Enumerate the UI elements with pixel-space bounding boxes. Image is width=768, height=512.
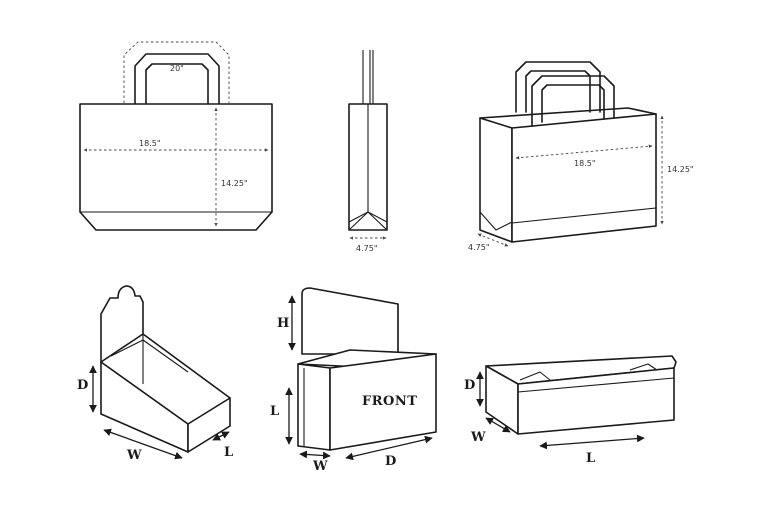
header-end-face xyxy=(297,363,331,451)
mailer-width-label: W xyxy=(470,430,486,445)
header-depth-label: D xyxy=(385,454,396,469)
iso-depth-dim xyxy=(477,233,509,247)
display-back-panel xyxy=(100,285,144,363)
mailer-length-arrow xyxy=(539,434,645,450)
bag-width-label: 18.5" xyxy=(139,139,161,148)
header-depth-arrow xyxy=(345,435,433,461)
handle-width-label: 20" xyxy=(170,64,184,73)
bag-side-view: 4.75" xyxy=(348,50,388,253)
header-length-label: L xyxy=(270,404,279,419)
side-depth-label: 4.75" xyxy=(356,244,378,253)
bag-height-label: 14.25" xyxy=(221,179,248,188)
mailer-front-face xyxy=(517,367,675,435)
bag-iso-back-handle xyxy=(515,61,601,113)
bag-front-view: 20" 18.5" 14.25" xyxy=(79,41,273,231)
display-width-label: W xyxy=(126,448,142,463)
bag-iso-side xyxy=(479,117,513,243)
bag-iso-view: 18.5" 14.25" 4.75" xyxy=(468,61,694,252)
header-height-label: H xyxy=(277,316,289,331)
header-box: FRONT H L W D xyxy=(270,287,437,474)
header-card xyxy=(301,287,399,355)
bag-body xyxy=(79,103,273,231)
bag-iso-front-handle xyxy=(531,75,615,123)
iso-height-label: 14.25" xyxy=(667,165,694,174)
iso-width-label: 18.5" xyxy=(574,159,596,168)
display-box: D W L xyxy=(77,285,233,463)
bag-iso-front xyxy=(511,113,657,243)
header-front-face xyxy=(329,353,437,451)
front-label: FRONT xyxy=(362,394,417,409)
handle-dim-outline xyxy=(123,41,230,103)
header-width-label: W xyxy=(312,459,328,474)
iso-depth-label: 4.75" xyxy=(468,243,490,252)
display-depth-label: D xyxy=(77,378,88,393)
display-width-arrow xyxy=(103,428,183,460)
mailer-depth-label: D xyxy=(464,378,475,393)
header-width-arrow xyxy=(299,450,331,460)
display-length-arrow xyxy=(212,431,230,441)
bag-handle xyxy=(134,53,220,105)
mailer-box: D W L xyxy=(464,355,677,466)
mailer-length-label: L xyxy=(586,451,595,466)
display-length-label: L xyxy=(224,445,233,460)
mailer-width-arrow xyxy=(485,417,511,433)
